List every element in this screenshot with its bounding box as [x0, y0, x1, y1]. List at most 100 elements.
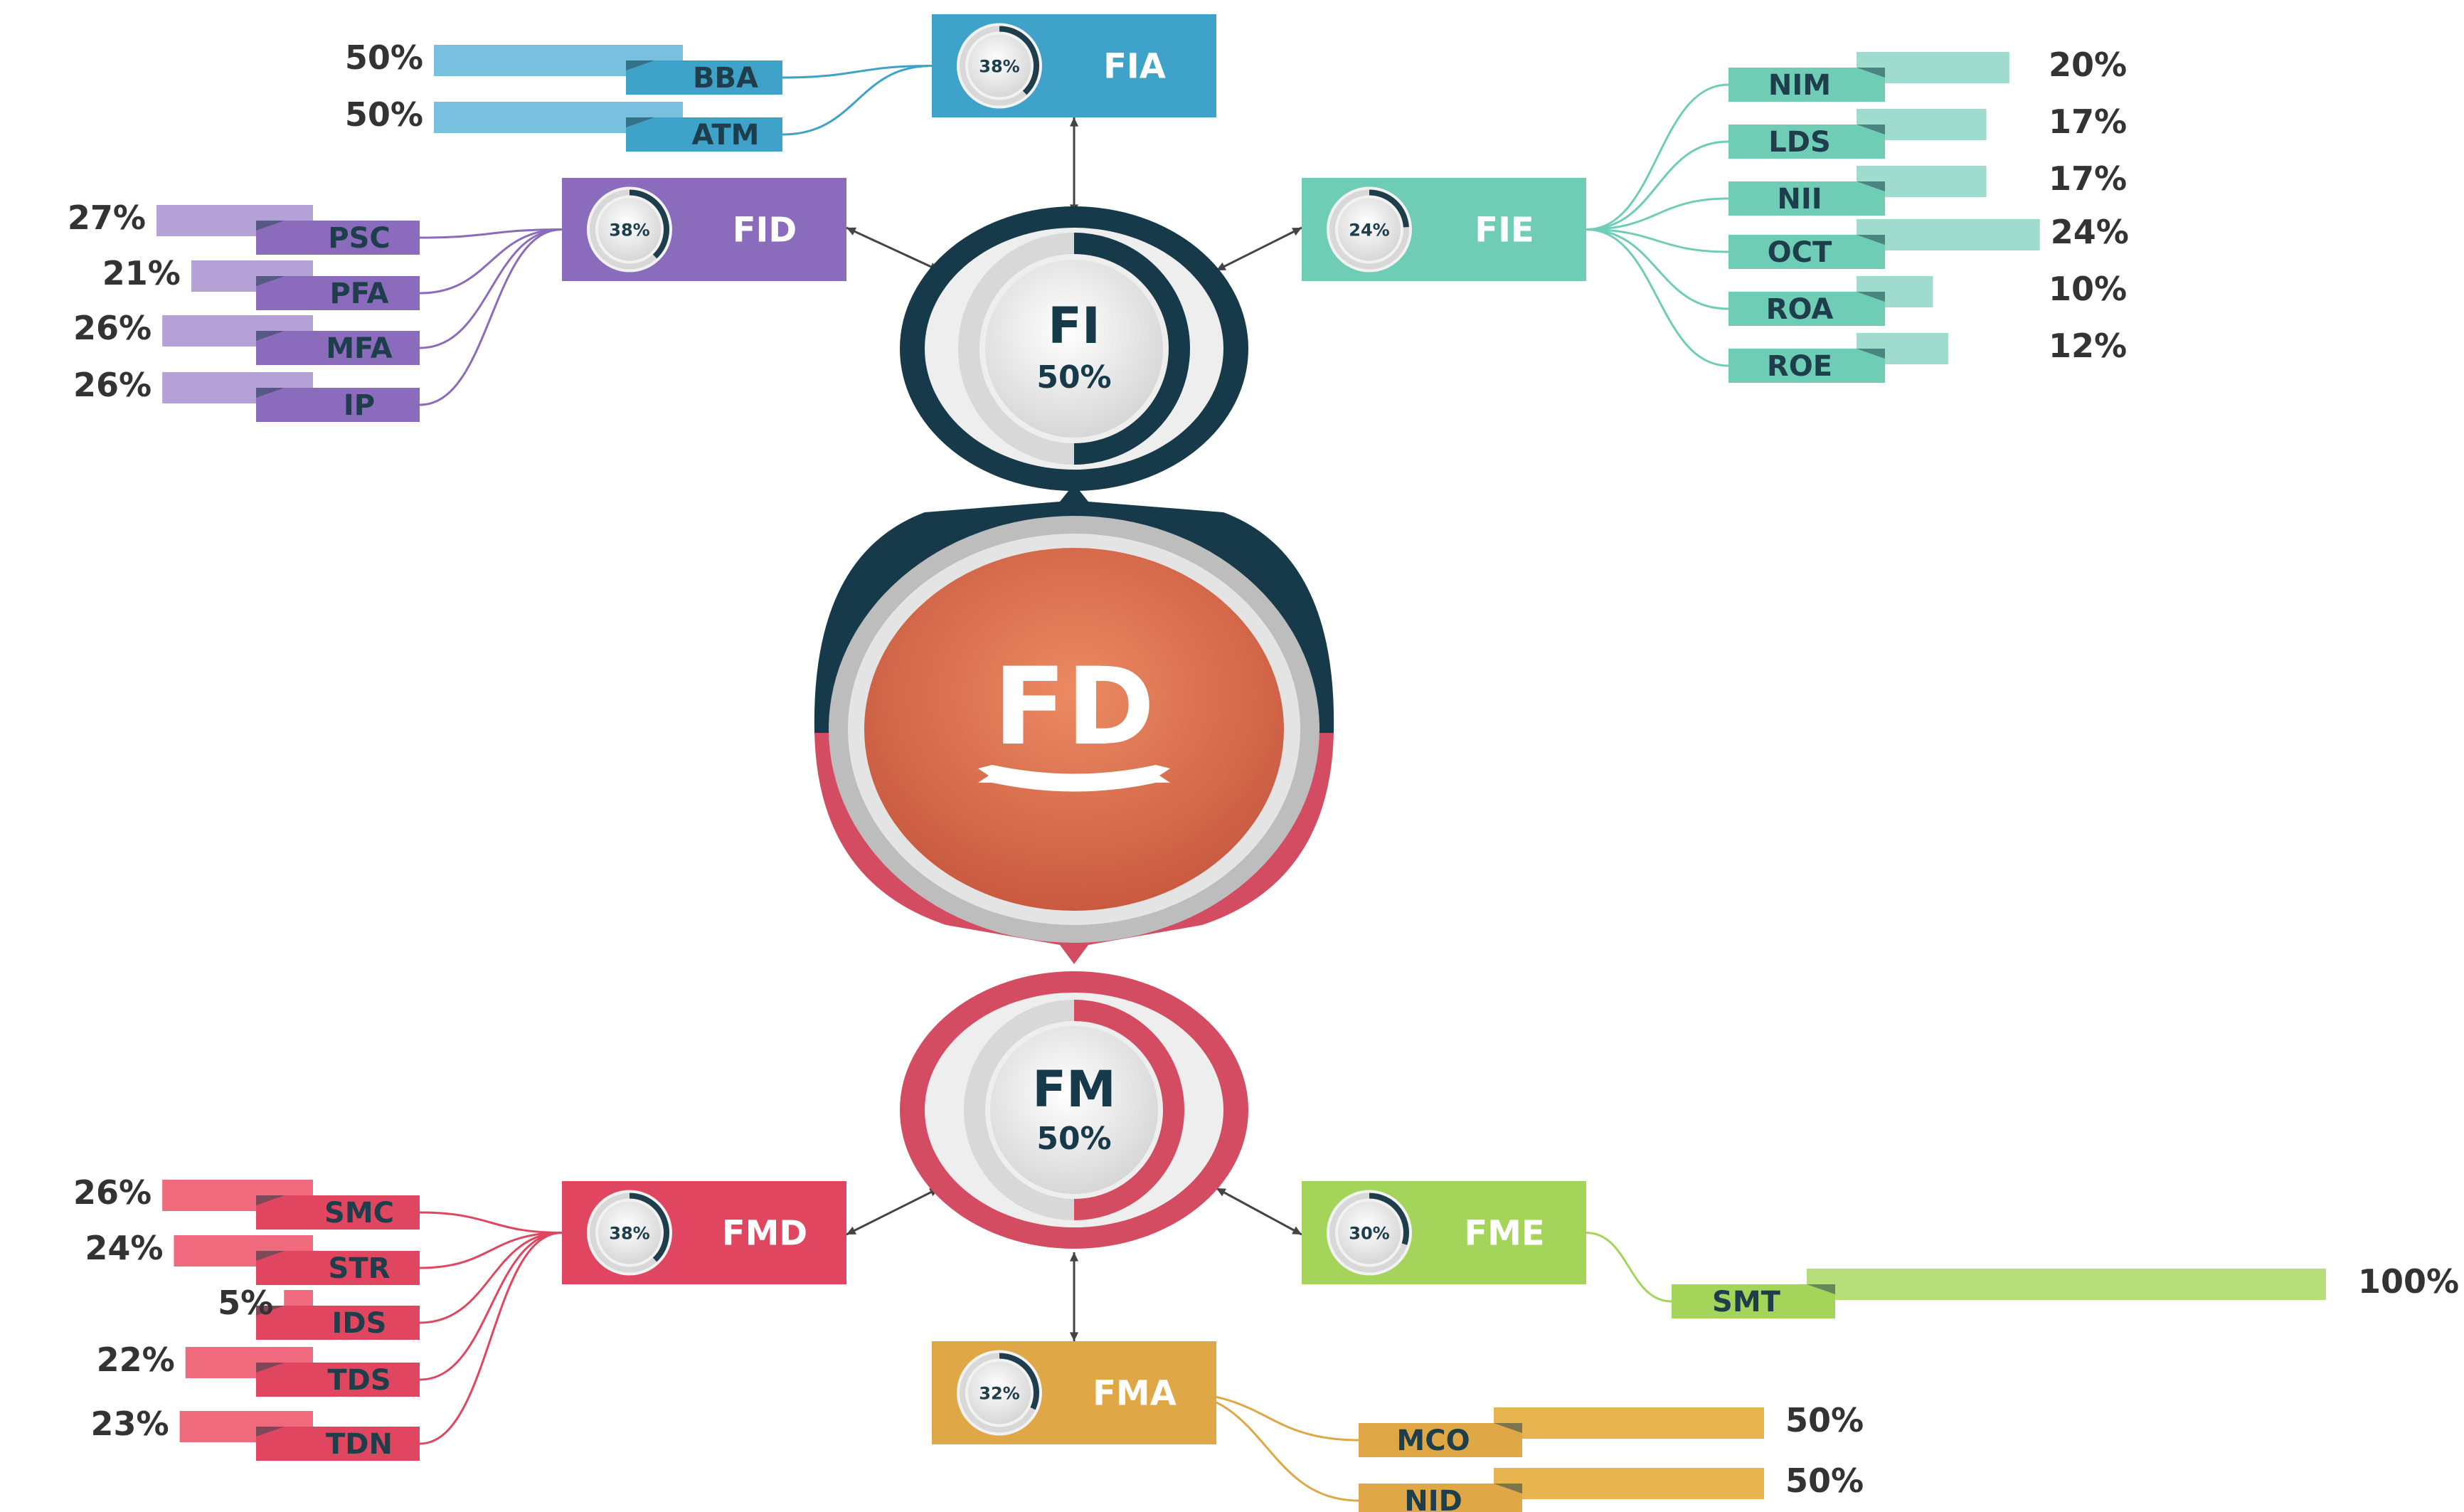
- fme-arrowhead-icon: [1292, 1226, 1302, 1235]
- fi-hub-percent: 50%: [1036, 359, 1111, 396]
- fie-arrowhead-icon: [1216, 262, 1226, 270]
- fie-item-percent: 17%: [2049, 159, 2127, 198]
- fma-item-label: NID: [1404, 1485, 1462, 1512]
- fmd-item-label-box: [256, 1251, 420, 1285]
- fmd-connector: [419, 1232, 563, 1381]
- fmd-item-percent: 26%: [73, 1173, 152, 1212]
- fie-item-label: NII: [1777, 183, 1822, 216]
- fmd-item-percent: 22%: [97, 1341, 175, 1379]
- connector-lines: [419, 65, 1729, 1502]
- fie-item-percent: 24%: [2051, 213, 2129, 251]
- fie-gauge-disc: [1338, 198, 1401, 261]
- fm-hub-disc: [990, 1026, 1158, 1194]
- fma-gauge-disc: [968, 1361, 1031, 1424]
- fmd-item-percent: 24%: [85, 1229, 163, 1267]
- fmd-hub-link: [846, 1187, 940, 1236]
- fie-item-label-box: [1728, 292, 1885, 326]
- center-disc: [864, 548, 1284, 911]
- fmd-item-label-box: [256, 1363, 420, 1397]
- fmd-item-ids: IDS 5%: [218, 1284, 420, 1340]
- fia-item-label: BBA: [693, 62, 758, 95]
- fia-item-label: ATM: [692, 119, 760, 152]
- fme-gauge-disc: [1338, 1201, 1401, 1264]
- fie-fold-icon: [1857, 292, 1885, 302]
- fie-item-percent: 10%: [2049, 270, 2127, 308]
- fid-item-percent: 27%: [68, 199, 146, 237]
- fmd-item-label-box: [256, 1195, 420, 1230]
- fm-hub-progress: [1073, 1000, 1184, 1220]
- fie-connector: [1586, 228, 1729, 310]
- fme-gauge-percent: 30%: [1349, 1224, 1389, 1244]
- fma-gauge-percent: 32%: [979, 1384, 1019, 1404]
- fid-connector: [419, 228, 563, 349]
- fmd-gauge-percent: 38%: [609, 1224, 649, 1244]
- fmd-fold-icon: [256, 1195, 285, 1205]
- fm-hub-percent: 50%: [1036, 1121, 1111, 1157]
- fme-fold-icon: [1807, 1284, 1835, 1294]
- fie-item-label: NIM: [1768, 69, 1831, 102]
- fme-hub-link: [1216, 1187, 1302, 1236]
- fia-gauge: [999, 26, 1039, 95]
- fid-item-label: MFA: [326, 332, 393, 365]
- fia-gauge-percent: 38%: [979, 57, 1019, 77]
- fmd-arrowhead-icon: [846, 1226, 856, 1235]
- fie-item-label-box: [1728, 349, 1885, 383]
- fid-item-percent: 21%: [102, 254, 181, 292]
- fmd-item-label: IDS: [332, 1307, 387, 1340]
- fie-item-label: ROE: [1767, 350, 1832, 383]
- fie-label: FIE: [1475, 211, 1534, 250]
- fmd-gauge-disc: [598, 1201, 661, 1264]
- fi-hub-label: FI: [1048, 297, 1100, 355]
- fid-hub-link: [846, 226, 940, 272]
- fid-fold-icon: [256, 331, 285, 341]
- fme-item-percent: 100%: [2358, 1262, 2459, 1301]
- fid-arrowhead-icon: [846, 227, 856, 236]
- fma-label: FMA: [1093, 1374, 1177, 1414]
- fid-item-percent: 26%: [73, 309, 152, 347]
- fmd-item-label-box: [256, 1306, 420, 1340]
- fie-fold-icon: [1857, 349, 1885, 359]
- fma-item-label: MCO: [1396, 1424, 1470, 1457]
- fid-fold-icon: [256, 276, 285, 286]
- fme-connector: [1586, 1232, 1672, 1303]
- fie-item-percent: 17%: [2049, 102, 2127, 141]
- fia-arrowhead-icon: [1069, 117, 1079, 127]
- fie-fold-icon: [1857, 181, 1885, 191]
- fma-fold-icon: [1494, 1423, 1522, 1433]
- fmd-item-label: TDS: [327, 1364, 391, 1397]
- fma-item-label-box: [1359, 1484, 1522, 1512]
- fid-connector: [419, 228, 563, 239]
- fid-item-label-box: [256, 221, 420, 255]
- fid-gauge: [629, 189, 669, 259]
- fid-item-percent: 26%: [73, 366, 152, 404]
- fie-connector: [1586, 228, 1729, 367]
- fma-item-percent: 50%: [1785, 1461, 1864, 1500]
- fia-fold-icon: [626, 60, 654, 70]
- fmd-connector: [419, 1211, 563, 1234]
- fmd-item-label-box: [256, 1427, 420, 1461]
- fie-item-percent: 12%: [2049, 327, 2127, 365]
- fi-hub-disc: [985, 260, 1163, 438]
- fid-fold-icon: [256, 388, 285, 398]
- fid-item-label: PFA: [329, 277, 388, 310]
- fie-arrowhead-icon: [1292, 228, 1302, 236]
- fme-item-label-box: [1672, 1284, 1835, 1318]
- fie-fold-icon: [1857, 235, 1885, 245]
- fia-gauge-disc: [968, 34, 1031, 97]
- fmd-item-percent: 5%: [218, 1284, 273, 1322]
- fmd-label: FMD: [722, 1214, 807, 1254]
- fia-fold-icon: [626, 117, 654, 127]
